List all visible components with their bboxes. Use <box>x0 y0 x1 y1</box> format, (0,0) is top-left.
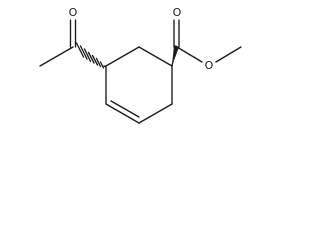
ring-bond-c5-c6 <box>105 103 140 124</box>
ring-bond-c4-c5 <box>138 103 173 124</box>
carbonyl-oxygen-label: O <box>173 6 182 19</box>
bold-wedge-ester <box>172 45 179 66</box>
hashed-wedge-acetyl <box>75 42 107 69</box>
ester-methyl-bond <box>215 46 242 63</box>
ester-carbon-bond <box>171 45 177 67</box>
acetyl-oxygen-label: O <box>69 6 78 19</box>
ring-double-bond-inner <box>110 100 140 118</box>
ring-bond-c2-c3 <box>138 46 173 67</box>
ring-bond-c1-c2 <box>105 46 140 67</box>
acetyl-methyl-bond <box>39 46 74 67</box>
ester-oxygen-label: O <box>205 59 214 72</box>
ester-c-o-bond <box>176 46 203 63</box>
molecule-drawing: O O O <box>39 6 242 124</box>
structure-canvas: O O O <box>0 0 250 134</box>
